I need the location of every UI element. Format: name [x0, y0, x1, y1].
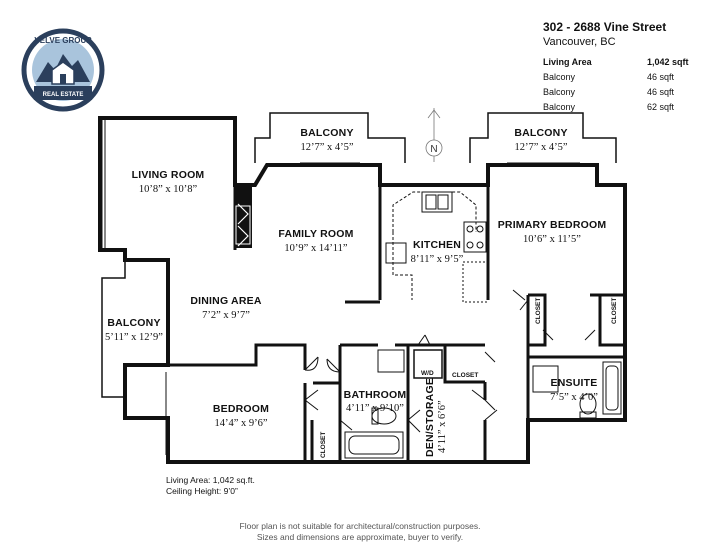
room-name: ENSUITE: [551, 377, 598, 389]
balcony-outlines: [101, 112, 617, 410]
area-label: Balcony: [543, 102, 576, 112]
kitchen-fixtures: [385, 191, 488, 303]
room-balcony-top-left: BALCONY 12’7” x 4’5”: [300, 127, 354, 153]
closet-label: CLOSET: [320, 432, 327, 458]
room-balcony-left: BALCONY 5’11” x 12’9”: [105, 317, 163, 343]
room-family-room: FAMILY ROOM 10’9” x 14’11”: [278, 228, 353, 254]
door-swings: [304, 289, 596, 433]
room-kitchen: KITCHEN 8’11” x 9’5”: [411, 239, 464, 265]
room-name: DEN/STORAGE: [424, 378, 436, 457]
room-dimensions: 5’11” x 12’9”: [105, 332, 163, 343]
room-dimensions: 7’5” x 4’0”: [550, 392, 598, 403]
disclaimer-line-2: Sizes and dimensions are approximate, bu…: [256, 532, 464, 542]
area-row: Living Area 1,042 sqft: [543, 55, 713, 70]
room-name: BALCONY: [300, 127, 353, 139]
washer-dryer-label: W/D: [421, 370, 434, 377]
room-dimensions: 12’7” x 4’5”: [514, 142, 567, 153]
area-value: 1,042 sqft: [647, 57, 689, 67]
area-value: 62 sqft: [647, 102, 675, 112]
area-row: Balcony 46 sqft: [543, 85, 713, 100]
room-primary-bedroom: PRIMARY BEDROOM 10’6” x 11’5”: [498, 219, 607, 245]
area-label: Balcony: [543, 72, 576, 82]
area-value: 46 sqft: [647, 87, 675, 97]
area-label: Balcony: [543, 87, 576, 97]
area-label: Living Area: [543, 57, 592, 67]
room-dimensions: 10’8” x 10’8”: [139, 184, 198, 195]
room-dimensions: 10’9” x 14’11”: [284, 243, 348, 254]
area-value: 46 sqft: [647, 72, 675, 82]
room-dimensions: 4’11” x 9’10”: [346, 403, 404, 414]
room-name: DINING AREA: [190, 295, 261, 307]
logo-name: VELVE GROUP: [34, 36, 92, 45]
room-ensuite: ENSUITE 7’5” x 4’0”: [550, 377, 598, 403]
logo-tagline: REAL ESTATE: [43, 92, 84, 98]
room-name: BALCONY: [514, 127, 567, 139]
room-dimensions: 14’4” x 9’6”: [214, 418, 267, 429]
room-bedroom: BEDROOM 14’4” x 9’6”: [213, 403, 269, 429]
room-name: FAMILY ROOM: [278, 228, 353, 240]
windows: [101, 120, 580, 455]
disclaimer-line-1: Floor plan is not suitable for architect…: [239, 521, 481, 531]
plan-summary: Living Area: 1,042 sq.ft. Ceiling Height…: [166, 475, 255, 497]
room-dimensions: 10’6” x 11’5”: [523, 234, 581, 245]
bathroom-fixtures: [344, 349, 622, 459]
room-balcony-top-right: BALCONY 12’7” x 4’5”: [514, 127, 568, 153]
room-dimensions: 8’11” x 9’5”: [411, 254, 464, 265]
closet-label: CLOSET: [611, 298, 618, 324]
listing-address: 302 - 2688 Vine Street: [543, 20, 667, 34]
area-row: Balcony 46 sqft: [543, 70, 713, 85]
room-living-room: LIVING ROOM 10’8” x 10’8”: [132, 169, 205, 195]
fireplace-icon: [234, 186, 252, 248]
velve-group-logo: REAL ESTATE VELVE GROUP: [21, 28, 105, 112]
room-dimensions: 12’7” x 4’5”: [300, 142, 353, 153]
room-name: BATHROOM: [344, 389, 407, 401]
room-dimensions: 7’2” x 9’7”: [202, 310, 250, 321]
room-dining-area: DINING AREA 7’2” x 9’7”: [190, 295, 261, 321]
room-name: BEDROOM: [213, 403, 269, 415]
room-dimensions: 4’11” x 6’6”: [437, 400, 448, 453]
closet-label: CLOSET: [452, 372, 478, 379]
listing-city: Vancouver, BC: [543, 36, 616, 48]
compass-label: N: [430, 144, 437, 155]
closet-label: CLOSET: [535, 298, 542, 324]
listing-info: 302 - 2688 Vine Street Vancouver, BC Liv…: [543, 20, 713, 115]
room-name: BALCONY: [107, 317, 160, 329]
room-bathroom: BATHROOM 4’11” x 9’10”: [344, 389, 407, 414]
ceiling-height-note: Ceiling Height: 9’0”: [166, 486, 238, 496]
room-den-storage: DEN/STORAGE 4’11” x 6’6”: [424, 378, 448, 457]
living-area-note: Living Area: 1,042 sq.ft.: [166, 475, 255, 485]
north-compass: N: [425, 108, 443, 162]
room-name: PRIMARY BEDROOM: [498, 219, 607, 231]
disclaimer: Floor plan is not suitable for architect…: [0, 521, 720, 543]
room-name: KITCHEN: [413, 239, 461, 251]
room-name: LIVING ROOM: [132, 169, 205, 181]
area-row: Balcony 62 sqft: [543, 100, 713, 115]
